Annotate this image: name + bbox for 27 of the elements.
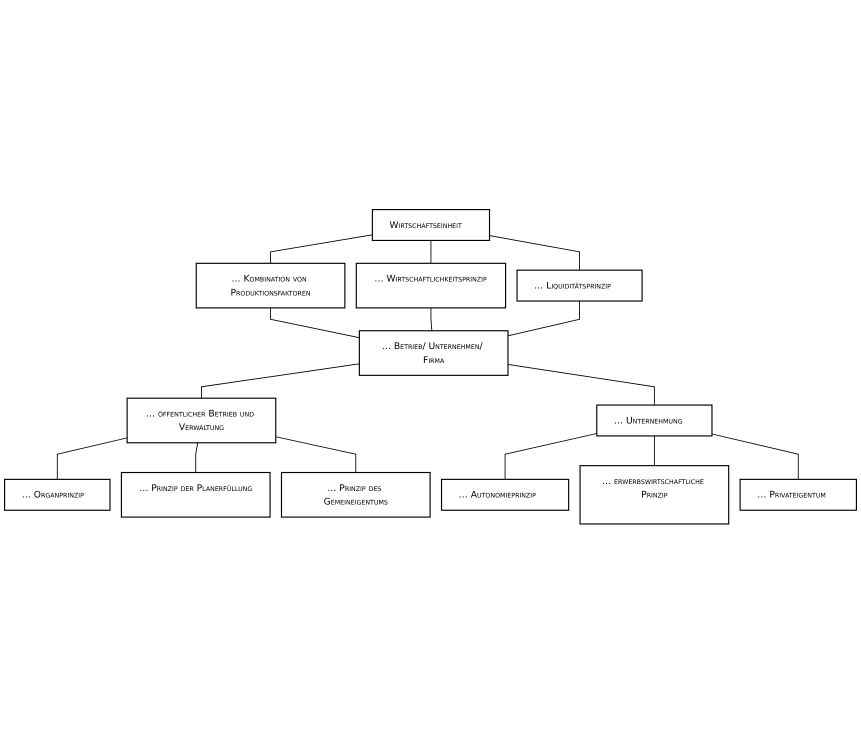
connector bbox=[275, 436, 356, 474]
connector bbox=[430, 240, 432, 264]
node-box: … Liquiditätsprinzip bbox=[516, 270, 643, 302]
connector bbox=[270, 234, 373, 264]
connector bbox=[430, 308, 432, 332]
node-box: … Prinzip des Gemeineigentums bbox=[280, 472, 431, 518]
node-box: … Wirtschaftlichkeitsprinzip bbox=[356, 262, 506, 309]
node-box: … Autonomieprinzip bbox=[440, 479, 570, 512]
node-box: … Prinzip der Planerfüllung bbox=[120, 472, 271, 518]
connector bbox=[489, 235, 580, 271]
node-box: … Organprinzip bbox=[4, 479, 111, 512]
node-box: Wirtschaftseinheit bbox=[372, 209, 490, 242]
node-box: … Betrieb/ Unternehmen/ Firma bbox=[358, 330, 509, 376]
node-box: … Privateigentum bbox=[740, 479, 857, 512]
connector bbox=[270, 308, 360, 338]
connector bbox=[508, 300, 580, 337]
node-box: … Unternehmung bbox=[596, 404, 713, 437]
connector bbox=[201, 364, 360, 399]
connector bbox=[712, 434, 799, 480]
connector bbox=[56, 438, 128, 480]
connector bbox=[195, 442, 198, 474]
node-box: … Kombination von Produktionsfaktoren bbox=[196, 262, 346, 309]
connector bbox=[504, 433, 598, 480]
node-box: … erwerbswirtschaftliche Prinzip bbox=[580, 465, 730, 525]
node-box: … öffentlicher Betrieb und Verwaltung bbox=[126, 398, 276, 444]
connector bbox=[654, 436, 655, 466]
connector bbox=[508, 364, 655, 406]
